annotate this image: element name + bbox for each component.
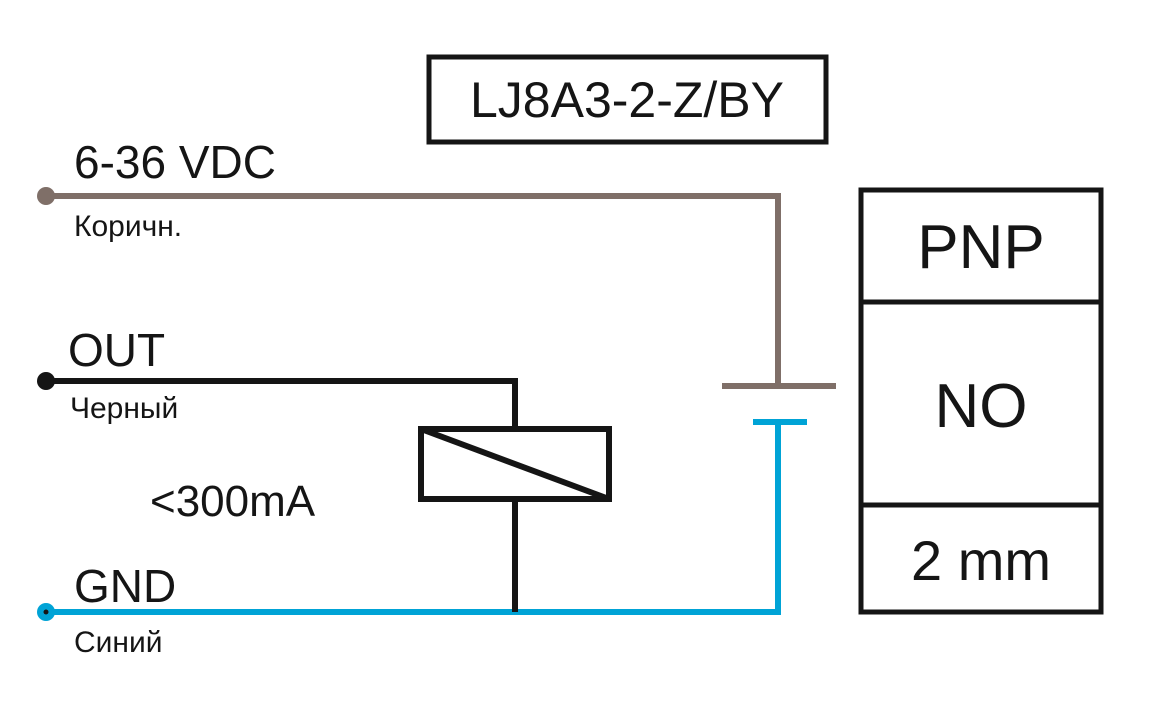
gnd-wire [46,422,781,615]
spec-table [858,187,1104,615]
gnd-color-label: Синий [74,626,163,659]
gnd-label: GND [74,560,176,612]
output-type-cell: PNP [917,213,1044,282]
power-label: 6-36 VDC [74,136,276,188]
out-label: OUT [68,324,165,376]
sensing-distance-cell: 2 mm [911,529,1051,592]
title-box [426,54,829,145]
out-wire [46,378,518,428]
out-color-label: Черный [70,392,178,425]
relay-coil-icon [418,426,612,502]
contact-type-cell: NO [935,372,1028,441]
power-color-label: Коричн. [74,210,182,243]
load-current-label: <300mA [150,477,316,526]
model-title: LJ8A3-2-Z/BY [470,72,784,128]
power-wire [46,193,781,386]
